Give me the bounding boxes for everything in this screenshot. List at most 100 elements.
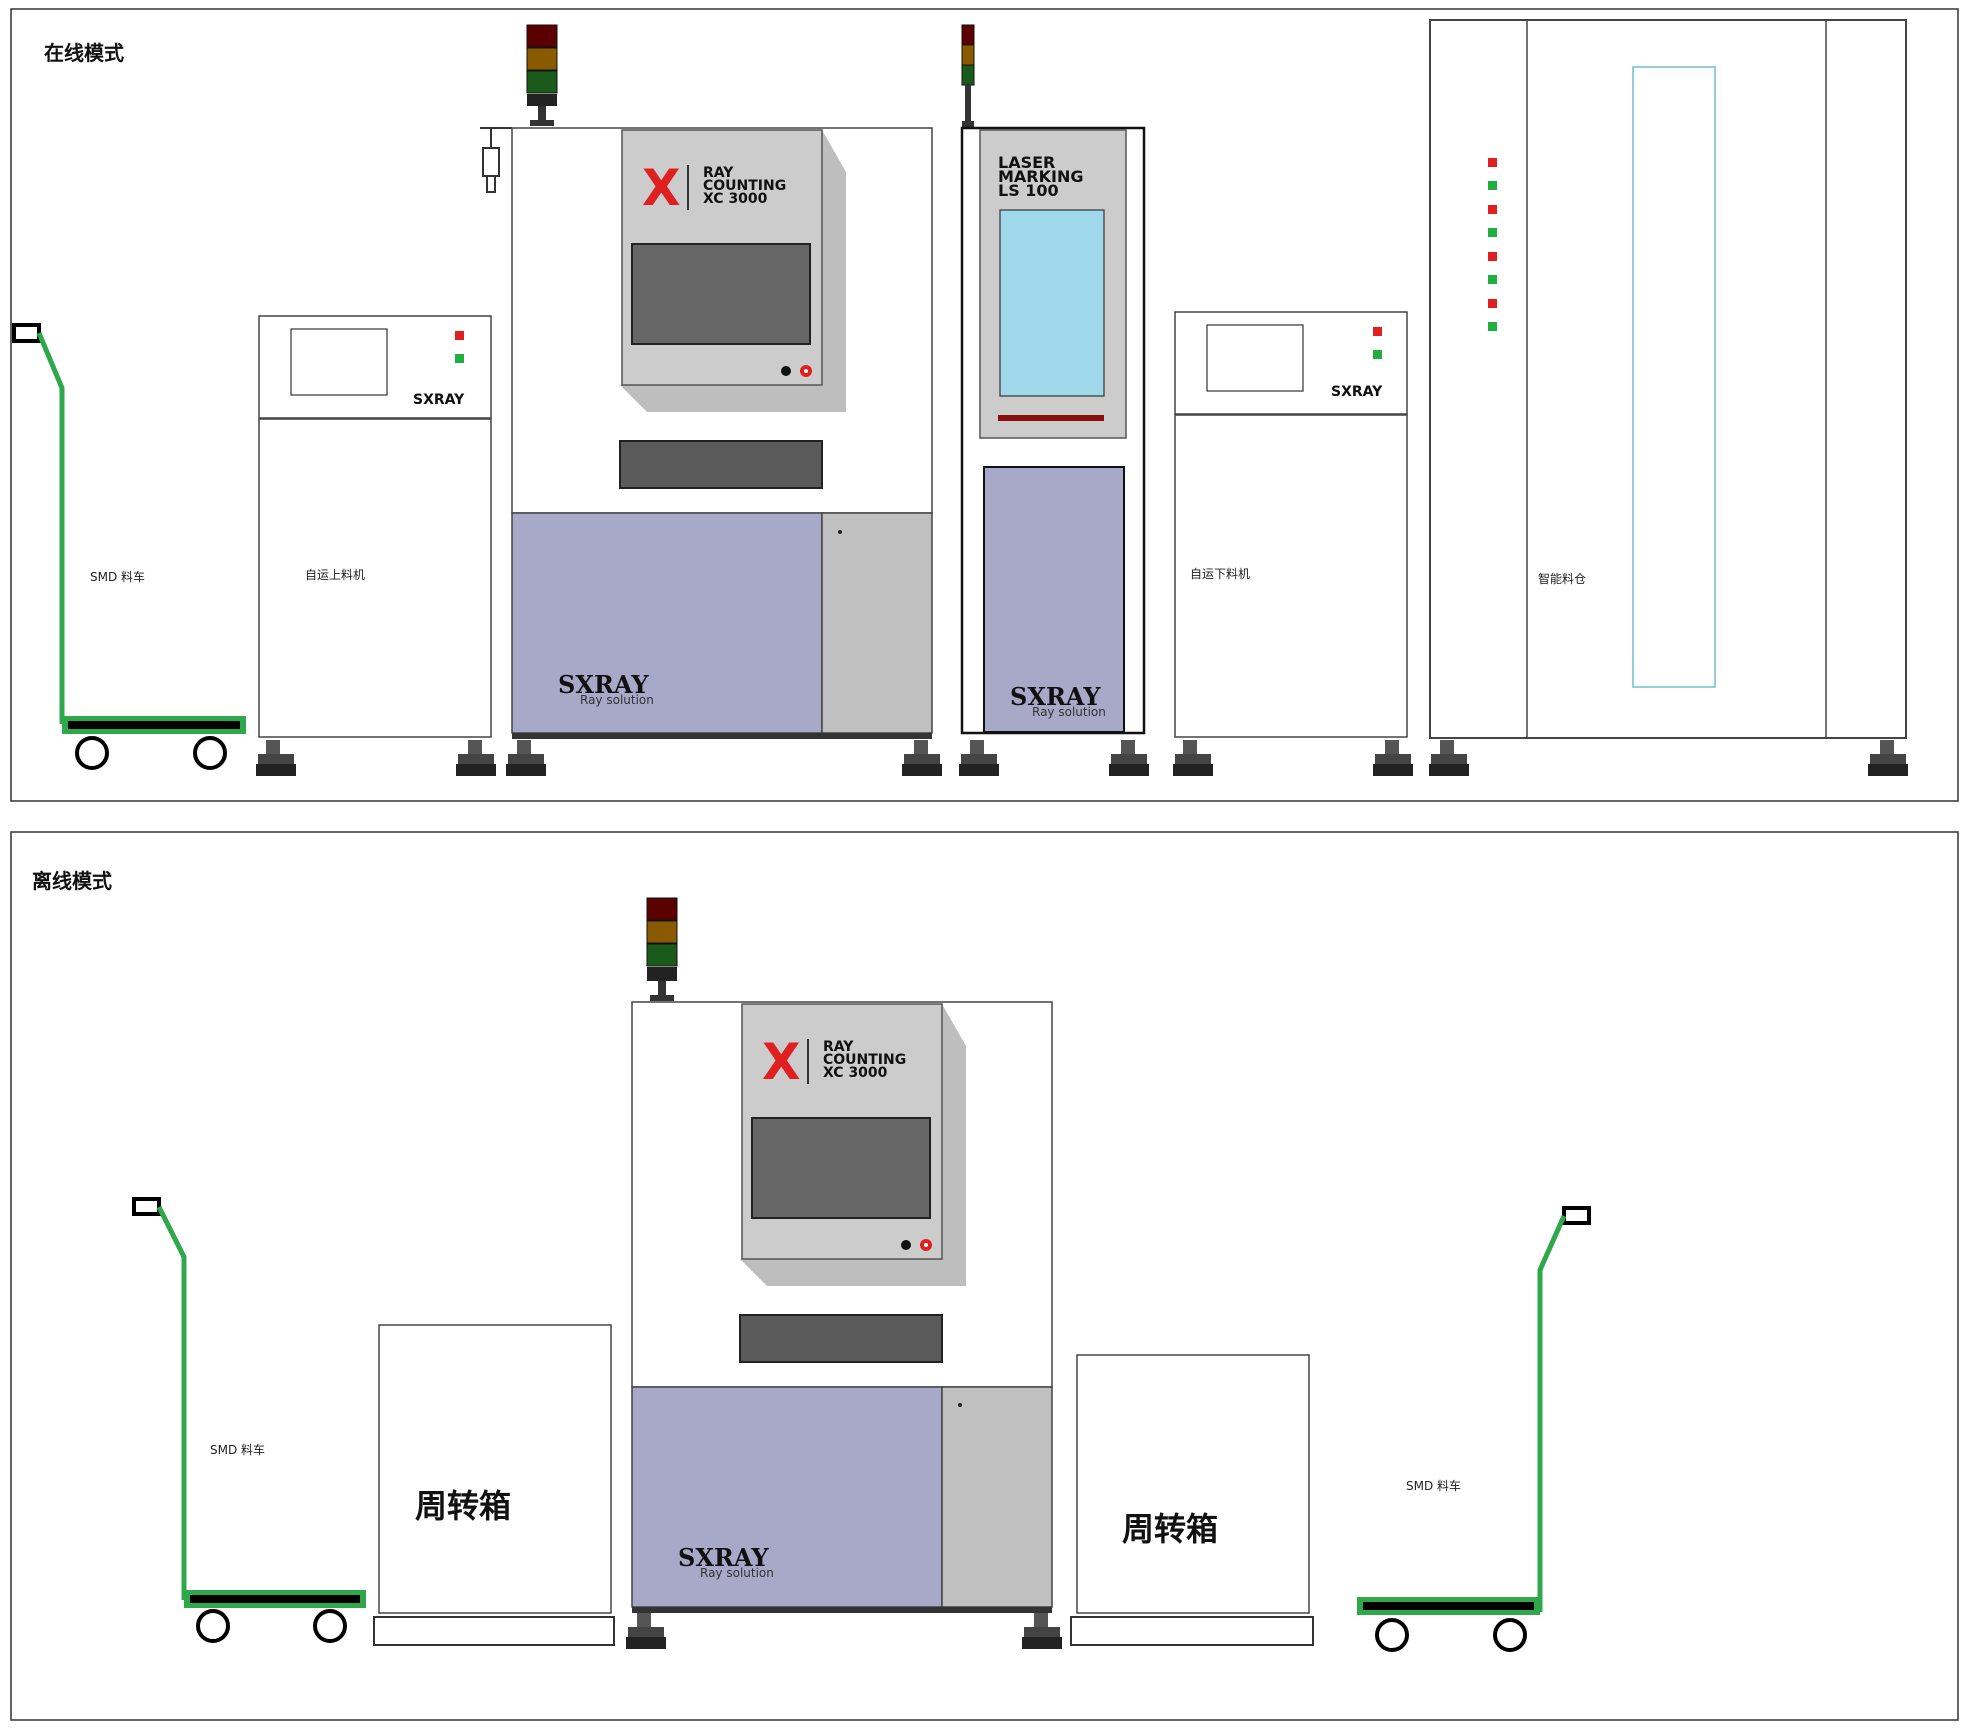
unloader-body xyxy=(1174,414,1408,738)
loader-brand: SXRAY xyxy=(413,392,465,408)
cart-wheel-icon xyxy=(313,1609,347,1643)
xray-monitor xyxy=(631,243,811,345)
unloader-screen xyxy=(1206,324,1304,392)
led-red-icon xyxy=(455,331,464,340)
laser-screen xyxy=(999,209,1105,397)
led-green-icon xyxy=(455,354,464,363)
led-red-icon xyxy=(1488,205,1497,214)
led-red-icon xyxy=(1488,252,1497,261)
smart-warehouse: 智能料仓 xyxy=(1429,19,1908,776)
foot-icon xyxy=(1373,740,1413,776)
smd-cart-online: SMD 料车 xyxy=(12,323,246,770)
laser-model-line2: MARKING xyxy=(998,167,1084,186)
auto-loader-machine: SXRAY 自运上料机 xyxy=(256,315,496,776)
xray-machine-online: X RAY COUNTING XC 3000 SXRAY Ray solutio… xyxy=(480,24,942,776)
xray-model-line2: COUNTING xyxy=(823,1052,906,1068)
xray-tray xyxy=(619,440,823,489)
xray-side-panel xyxy=(821,512,933,734)
cart-handle-bar xyxy=(1537,1214,1567,1612)
led-red-icon xyxy=(1488,299,1497,308)
cart-wheel-icon xyxy=(193,736,227,770)
transfer-box-right: 周转箱 xyxy=(1070,1354,1314,1646)
laser-lower-body xyxy=(983,466,1125,733)
power-button-icon xyxy=(901,1240,911,1250)
led-green-icon xyxy=(1373,350,1382,359)
loader-screen xyxy=(290,328,388,396)
transfer-box-left: 周转箱 xyxy=(373,1324,615,1646)
laser-model-line1: LASER xyxy=(998,153,1055,172)
foot-icon xyxy=(959,740,999,776)
cart-base-inner xyxy=(68,721,240,729)
laser-red-strip xyxy=(998,415,1104,421)
led-green-icon xyxy=(1488,322,1497,331)
transfer-box-pallet xyxy=(373,1616,615,1646)
foot-icon xyxy=(1868,740,1908,776)
smd-cart-label: SMD 料车 xyxy=(1406,1478,1461,1493)
cart-wheel-icon xyxy=(75,736,109,770)
xray-lower-body xyxy=(511,512,823,734)
signal-tower-icon xyxy=(646,897,678,1001)
smd-cart-offline-right: SMD 料车 xyxy=(1357,1206,1591,1652)
laser-marking-machine: LASER MARKING LS 100 SXRAY Ray solution xyxy=(959,24,1149,776)
loader-body xyxy=(258,418,492,738)
foot-icon xyxy=(506,740,546,776)
side-sensor-icon xyxy=(480,127,512,193)
cart-wheel-icon xyxy=(1375,1618,1409,1652)
unloader-brand: SXRAY xyxy=(1331,384,1383,400)
online-panel-title: 在线模式 xyxy=(44,41,124,65)
xray-model-line1: RAY xyxy=(703,165,734,181)
xray-tray xyxy=(739,1314,943,1363)
transfer-box-body xyxy=(1076,1354,1310,1614)
foot-icon xyxy=(1173,740,1213,776)
led-green-icon xyxy=(1488,228,1497,237)
xray-model-line2: COUNTING xyxy=(703,178,786,194)
laser-model-line3: LS 100 xyxy=(998,181,1059,200)
cart-wheel-icon xyxy=(1493,1618,1527,1652)
foot-icon xyxy=(626,1613,666,1649)
laser-sxray-brand: SXRAY xyxy=(1010,682,1101,711)
xray-model-line1: RAY xyxy=(823,1039,854,1055)
foot-icon xyxy=(456,740,496,776)
xray-brand-x: X xyxy=(642,159,681,217)
signal-tower-icon xyxy=(961,24,975,127)
cart-wheel-icon xyxy=(196,1609,230,1643)
transfer-box-label: 周转箱 xyxy=(415,1487,511,1525)
transfer-box-pallet xyxy=(1070,1616,1314,1646)
laser-ray-solution: Ray solution xyxy=(1032,705,1106,719)
auto-unloader-machine: SXRAY 自运下料机 xyxy=(1173,311,1413,776)
foot-icon xyxy=(1022,1613,1062,1649)
foot-icon xyxy=(902,740,942,776)
xray-ray-solution: Ray solution xyxy=(580,693,654,707)
offline-panel-title: 离线模式 xyxy=(32,869,112,893)
smd-cart-label: SMD 料车 xyxy=(210,1442,265,1457)
warehouse-window xyxy=(1632,66,1716,688)
led-red-icon xyxy=(1488,158,1497,167)
foot-icon xyxy=(1429,740,1469,776)
xray-lower-body xyxy=(631,1386,943,1608)
transfer-box-label: 周转箱 xyxy=(1122,1510,1218,1548)
xray-ray-solution: Ray solution xyxy=(700,1566,774,1580)
xray-model-line3: XC 3000 xyxy=(703,191,768,207)
xray-side-panel xyxy=(941,1386,1053,1608)
led-red-icon xyxy=(1373,327,1382,336)
auto-unloader-label: 自运下料机 xyxy=(1190,567,1250,581)
smd-cart-offline-left: SMD 料车 xyxy=(132,1197,366,1643)
xray-machine-offline: X RAY COUNTING XC 3000 SXRAY Ray solutio… xyxy=(626,897,1062,1649)
auto-loader-label: 自运上料机 xyxy=(305,568,365,582)
cart-handle-bar xyxy=(36,332,65,724)
cart-handle-icon xyxy=(12,323,41,343)
xray-model-line3: XC 3000 xyxy=(823,1065,888,1081)
signal-tower-icon xyxy=(526,24,558,126)
foot-icon xyxy=(1109,740,1149,776)
cart-base-inner xyxy=(190,1595,360,1603)
cart-handle-icon xyxy=(1562,1206,1591,1225)
xray-brand-x: X xyxy=(762,1033,801,1091)
led-green-icon xyxy=(1488,181,1497,190)
xray-sxray-brand: SXRAY xyxy=(678,1543,769,1572)
transfer-box-body xyxy=(378,1324,612,1614)
cart-handle-icon xyxy=(132,1197,161,1216)
xray-sxray-brand: SXRAY xyxy=(558,670,649,699)
xray-monitor xyxy=(751,1117,931,1219)
smd-cart-label: SMD 料车 xyxy=(90,569,145,584)
